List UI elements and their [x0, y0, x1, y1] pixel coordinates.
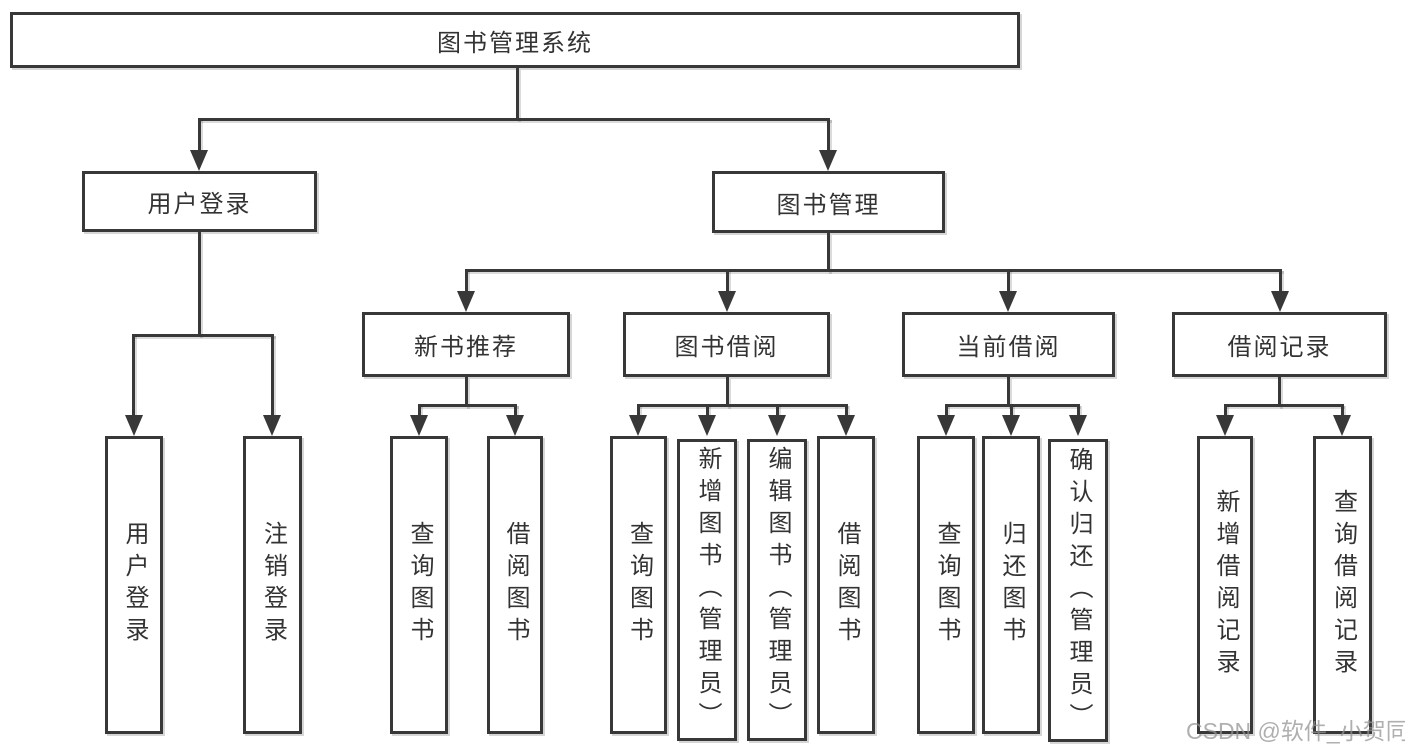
- leaf-borrow-books-recommend-label: 借阅图书: [502, 521, 529, 649]
- arrowhead-down-icon: [125, 415, 143, 436]
- arrowhead-down-icon: [768, 415, 786, 436]
- node-root: 图书管理系统: [10, 12, 1020, 68]
- arrowhead-down-icon: [1333, 415, 1351, 436]
- connector-drop-leaf: [1010, 404, 1013, 417]
- leaf-add-borrow-record: 新增借阅记录: [1197, 436, 1253, 734]
- arrowhead-down-icon: [837, 415, 855, 436]
- leaf-logout-label: 注销登录: [259, 521, 287, 649]
- connector-book-management-stem: [827, 233, 830, 272]
- connector-records-rail: [1224, 404, 1343, 407]
- leaf-confirm-return-admin: 确认归还（管理员）: [1048, 439, 1108, 742]
- connector-drop-leaf: [706, 404, 709, 417]
- csdn-watermark: CSDN @软件_小贺同学: [1186, 718, 1405, 744]
- node-book-management: 图书管理: [712, 171, 945, 233]
- connector-root-rail: [198, 118, 830, 121]
- connector-recommend-rail: [418, 404, 517, 407]
- leaf-query-books-current-label: 查询图书: [933, 521, 960, 649]
- arrowhead-down-icon: [999, 291, 1017, 312]
- connector-borrow-stem: [726, 377, 729, 407]
- leaf-add-books-admin-label: 新增图书（管理员）: [694, 446, 721, 734]
- node-book-management-label: 图书管理: [776, 191, 881, 219]
- node-root-label: 图书管理系统: [437, 29, 593, 57]
- node-current-borrow: 当前借阅: [902, 312, 1115, 377]
- leaf-logout: 注销登录: [243, 436, 302, 734]
- arrowhead-down-icon: [718, 291, 736, 312]
- leaf-user-login-label: 用户登录: [121, 521, 148, 649]
- connector-drop-user-login: [198, 118, 201, 152]
- connector-drop-leaf: [418, 404, 421, 417]
- leaf-user-login: 用户登录: [105, 436, 163, 734]
- leaf-query-books-recommend-label: 查询图书: [406, 521, 433, 649]
- connector-current-stem: [1007, 377, 1010, 407]
- connector-drop-book-management: [827, 118, 830, 152]
- node-user-login-label: 用户登录: [147, 191, 252, 218]
- leaf-query-books-current: 查询图书: [917, 436, 975, 734]
- arrowhead-down-icon: [1002, 415, 1020, 436]
- arrowhead-down-icon: [457, 291, 475, 312]
- connector-drop-leaf: [1077, 404, 1080, 417]
- connector-recommend-stem: [465, 377, 468, 407]
- leaf-add-borrow-record-label: 新增借阅记录: [1212, 489, 1239, 681]
- leaf-return-books: 归还图书: [982, 436, 1040, 734]
- arrowhead-down-icon: [263, 415, 281, 436]
- arrowhead-down-icon: [1216, 415, 1234, 436]
- connector-borrow-rail: [637, 404, 847, 407]
- connector-drop-leaf: [945, 404, 948, 417]
- arrowhead-down-icon: [698, 415, 716, 436]
- leaf-edit-books-admin: 编辑图书（管理员）: [747, 439, 807, 741]
- connector-user-login-rail: [132, 334, 274, 337]
- connector-drop-leaf: [271, 334, 274, 416]
- connector-drop-level3: [1007, 269, 1010, 293]
- leaf-query-books-recommend: 查询图书: [390, 436, 448, 734]
- leaf-confirm-return-admin-label: 确认归还（管理员）: [1065, 446, 1092, 735]
- node-borrow-records: 借阅记录: [1172, 312, 1387, 377]
- node-user-login: 用户登录: [82, 171, 317, 232]
- connector-drop-leaf: [1224, 404, 1227, 417]
- leaf-borrow-books-recommend: 借阅图书: [487, 436, 543, 734]
- connector-user-login-stem: [198, 232, 201, 336]
- node-borrow-records-label: 借阅记录: [1227, 334, 1332, 361]
- connector-records-stem: [1278, 377, 1281, 407]
- connector-drop-leaf: [514, 404, 517, 417]
- leaf-add-books-admin: 新增图书（管理员）: [677, 439, 737, 741]
- leaf-query-books-borrow-label: 查询图书: [625, 521, 653, 649]
- arrowhead-down-icon: [410, 415, 428, 436]
- leaf-return-books-label: 归还图书: [998, 521, 1025, 649]
- arrowhead-down-icon: [506, 415, 524, 436]
- arrowhead-down-icon: [190, 150, 208, 171]
- node-new-book-recommend-label: 新书推荐: [414, 334, 518, 361]
- node-book-borrow: 图书借阅: [623, 312, 830, 377]
- leaf-borrow-books-label: 借阅图书: [833, 521, 860, 649]
- arrowhead-down-icon: [937, 415, 955, 436]
- leaf-borrow-books: 借阅图书: [817, 436, 875, 734]
- node-current-borrow-label: 当前借阅: [956, 334, 1061, 361]
- connector-drop-leaf: [637, 404, 640, 417]
- connector-drop-level3: [465, 269, 468, 293]
- connector-book-management-rail: [465, 269, 1282, 272]
- connector-drop-leaf: [776, 404, 779, 417]
- connector-root-stem: [516, 68, 519, 120]
- node-book-borrow-label: 图书借阅: [674, 334, 779, 361]
- arrowhead-down-icon: [629, 415, 647, 436]
- connector-drop-leaf: [132, 334, 135, 416]
- arrowhead-down-icon: [1069, 415, 1087, 436]
- arrowhead-down-icon: [1271, 291, 1289, 312]
- connector-drop-leaf: [845, 404, 848, 417]
- leaf-edit-books-admin-label: 编辑图书（管理员）: [764, 446, 791, 734]
- arrowhead-down-icon: [819, 150, 837, 171]
- connector-drop-leaf: [1341, 404, 1344, 417]
- connector-drop-level3: [726, 269, 729, 293]
- leaf-query-borrow-record-label: 查询借阅记录: [1329, 489, 1357, 681]
- node-new-book-recommend: 新书推荐: [362, 312, 570, 377]
- leaf-query-borrow-record: 查询借阅记录: [1313, 436, 1372, 734]
- leaf-query-books-borrow: 查询图书: [610, 436, 667, 734]
- connector-drop-level3: [1279, 269, 1282, 293]
